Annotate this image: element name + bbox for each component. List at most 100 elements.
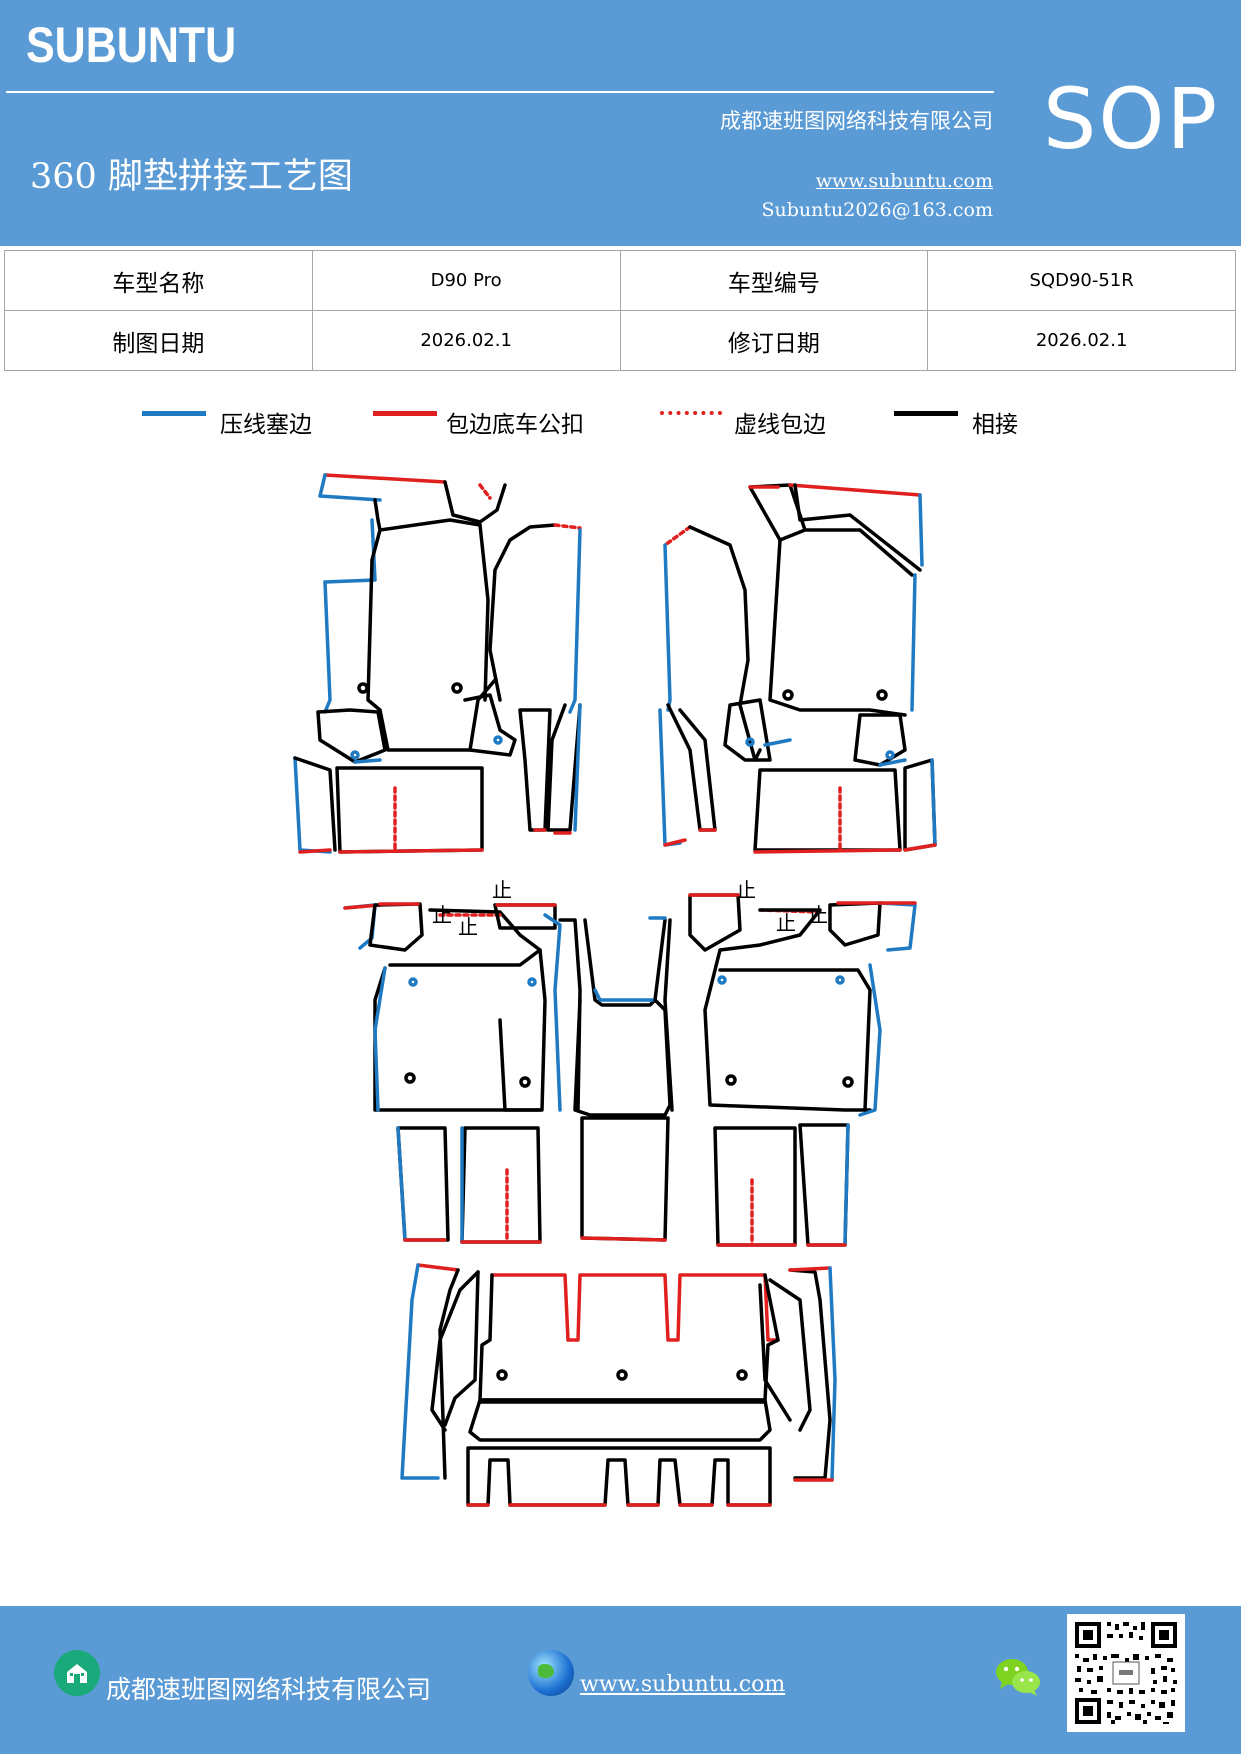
mat-piece bbox=[793, 483, 922, 572]
mat-piece bbox=[930, 758, 937, 847]
legend-swatch-black bbox=[894, 411, 958, 416]
legend: 压线塞边 包边底车公扣 虚线包边 相接 bbox=[0, 395, 1241, 445]
header-divider bbox=[6, 91, 994, 93]
mat-hole bbox=[519, 1076, 531, 1088]
mat-clip bbox=[745, 737, 755, 747]
mat-piece bbox=[828, 901, 882, 947]
mat-piece bbox=[918, 493, 924, 567]
mat-hole bbox=[404, 1072, 416, 1084]
mat-piece bbox=[396, 1126, 407, 1242]
wechat-icon[interactable] bbox=[994, 1656, 1042, 1698]
legend-label: 虚线包边 bbox=[734, 412, 826, 438]
legend-label: 相接 bbox=[972, 412, 1018, 438]
footer-website-link[interactable]: www.subuntu.com bbox=[580, 1672, 786, 1697]
mat-piece bbox=[688, 893, 742, 952]
second-row-mat-group: 止 止 止 止 止 止 bbox=[343, 878, 917, 1247]
website-link[interactable]: www.subuntu.com bbox=[815, 170, 993, 192]
email-address[interactable]: Subuntu2026@163.com bbox=[761, 199, 993, 221]
stop-mark: 止 bbox=[458, 915, 478, 939]
mat-piece bbox=[788, 1266, 832, 1272]
mat-hole bbox=[496, 1369, 508, 1381]
mat-hole bbox=[616, 1369, 628, 1381]
sop-label: SOP bbox=[1043, 70, 1220, 168]
mat-piece bbox=[293, 756, 337, 852]
mat-piece bbox=[368, 902, 424, 952]
mat-piece bbox=[338, 848, 484, 854]
mat-piece bbox=[416, 1263, 460, 1272]
mat-piece bbox=[478, 523, 490, 702]
mat-piece bbox=[593, 988, 657, 1002]
mat-piece bbox=[373, 966, 542, 1112]
mat-piece bbox=[843, 1123, 850, 1247]
mat-piece bbox=[298, 848, 332, 854]
mat-piece bbox=[758, 1283, 792, 1422]
mat-piece bbox=[878, 901, 917, 952]
mat-piece bbox=[803, 528, 914, 577]
mat-piece bbox=[658, 708, 682, 847]
qr-code bbox=[1067, 1614, 1185, 1732]
mat-piece bbox=[853, 713, 907, 767]
mat-hole bbox=[736, 1369, 748, 1381]
mat-piece bbox=[466, 1446, 772, 1507]
info-table: 车型名称 D90 Pro 车型编号 SQD90-51R 制图日期 2026.02… bbox=[4, 250, 1236, 371]
model-name-label: 车型名称 bbox=[4, 250, 313, 311]
mat-piece bbox=[723, 698, 772, 762]
mat-piece bbox=[580, 1116, 670, 1242]
mat-piece bbox=[353, 758, 382, 764]
mat-piece bbox=[768, 1278, 812, 1432]
legend-swatch-red bbox=[373, 411, 437, 416]
mat-piece bbox=[713, 1126, 797, 1247]
mat-clip bbox=[527, 977, 537, 987]
mat-piece bbox=[663, 543, 672, 712]
mat-piece bbox=[583, 918, 667, 1007]
page-title: 360 脚垫拼接工艺图 bbox=[30, 157, 353, 197]
mat-piece bbox=[430, 1270, 480, 1432]
front-right-mat-group bbox=[658, 483, 937, 854]
legend-label: 压线塞边 bbox=[220, 412, 312, 438]
mat-piece bbox=[518, 708, 552, 832]
legend-swatch-red-dotted bbox=[660, 411, 722, 415]
mat-clip bbox=[350, 750, 360, 760]
mat-piece bbox=[878, 758, 907, 767]
mat-piece bbox=[323, 580, 332, 714]
mat-clip bbox=[717, 975, 727, 985]
mat-piece bbox=[318, 473, 382, 502]
mat-piece bbox=[293, 756, 332, 854]
mat-hole bbox=[357, 682, 369, 694]
mat-piece bbox=[543, 913, 562, 1112]
mat-piece bbox=[568, 528, 582, 714]
floor-mat-diagram: 止 止 止 止 止 止 bbox=[293, 473, 937, 1507]
mat-piece bbox=[463, 693, 517, 757]
mat-piece bbox=[366, 528, 497, 752]
mat-piece bbox=[573, 703, 582, 832]
mat-clip bbox=[835, 975, 845, 985]
legend-label: 包边底车公扣 bbox=[446, 412, 584, 438]
mat-piece bbox=[703, 908, 872, 1112]
revise-date-label: 修订日期 bbox=[619, 310, 929, 371]
footer-bar: 成都速班图网络科技有限公司 www.subuntu.com bbox=[0, 1606, 1241, 1754]
mat-clip bbox=[408, 977, 418, 987]
building-icon bbox=[54, 1650, 100, 1696]
table-row: 车型名称 D90 Pro 车型编号 SQD90-51R bbox=[4, 250, 1236, 311]
revise-date-value: 2026.02.1 bbox=[927, 310, 1236, 371]
mat-hole bbox=[451, 682, 463, 694]
mat-piece bbox=[443, 1270, 480, 1427]
mat-piece bbox=[580, 1236, 667, 1242]
stop-mark: 止 bbox=[492, 878, 512, 902]
stop-mark: 止 bbox=[776, 911, 796, 935]
model-code-value: SQD90-51R bbox=[927, 250, 1236, 311]
model-name-value: D90 Pro bbox=[311, 250, 621, 311]
mat-piece bbox=[316, 708, 387, 764]
company-name: 成都速班图网络科技有限公司 bbox=[720, 109, 993, 133]
mat-piece bbox=[478, 483, 492, 500]
mat-piece bbox=[858, 963, 882, 1117]
mat-piece bbox=[438, 1268, 460, 1480]
mat-piece bbox=[488, 523, 557, 702]
mat-piece bbox=[768, 538, 907, 717]
footer-company: 成都速班图网络科技有限公司 bbox=[106, 1675, 432, 1704]
stop-mark: 止 bbox=[736, 878, 756, 902]
mat-piece bbox=[763, 738, 792, 747]
mat-clip bbox=[493, 735, 503, 745]
legend-swatch-blue bbox=[142, 411, 206, 416]
stop-mark: 止 bbox=[432, 903, 452, 927]
